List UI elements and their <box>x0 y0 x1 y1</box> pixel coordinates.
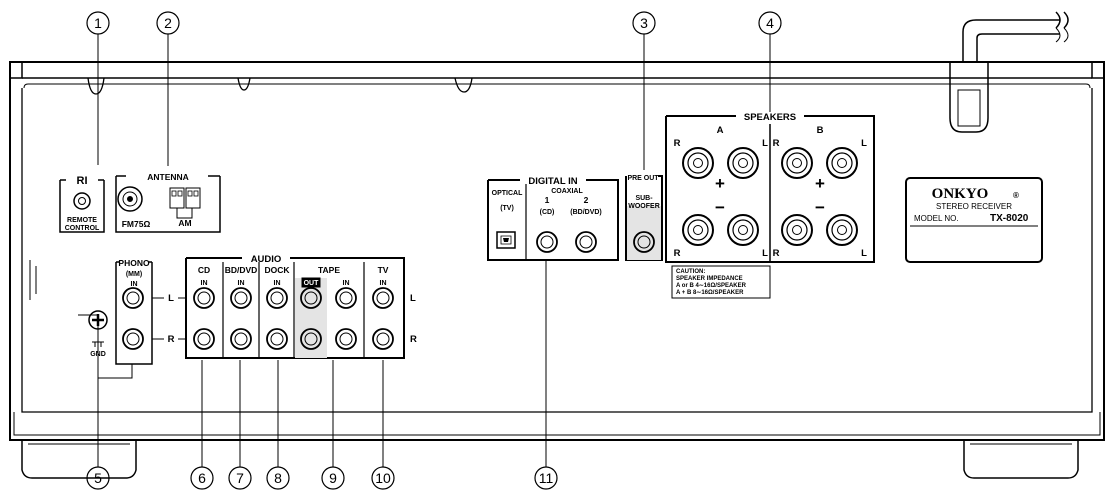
fm-label: FM75Ω <box>122 219 151 229</box>
remote-label-2: CONTROL <box>65 225 100 232</box>
caution-line-3: A or B 4∼16Ω/SPEAKER <box>676 283 747 289</box>
optical-tv: (TV) <box>500 205 514 212</box>
speaker-b-plus: + <box>815 174 825 193</box>
antenna-title: ANTENNA <box>147 172 189 182</box>
dock-in: IN <box>274 280 281 287</box>
speaker-a-minus: − <box>715 198 725 217</box>
speaker-a-l-bottom: L <box>762 248 768 259</box>
speaker-a-label: A <box>717 125 724 136</box>
brand-registered-mark: ® <box>1013 191 1019 200</box>
callout-2: 2 <box>164 15 172 31</box>
phono-title: PHONO <box>118 258 150 268</box>
phono-mm: (MM) <box>126 271 142 278</box>
speaker-b-r-top: R <box>773 138 780 149</box>
phono-block <box>115 261 186 365</box>
antenna-block <box>115 175 221 233</box>
brand-logo: ONKYO <box>932 186 989 202</box>
audio-right-label: R <box>168 334 175 345</box>
chassis <box>9 61 1105 479</box>
callout-10: 10 <box>375 470 391 486</box>
digital-title: DIGITAL IN <box>528 176 577 187</box>
callout-11: 11 <box>539 470 554 486</box>
callout-7: 7 <box>236 470 244 486</box>
coaxial-2: 2 <box>584 195 589 205</box>
speaker-b-r-bottom: R <box>773 248 780 259</box>
speaker-b-label: B <box>817 125 824 136</box>
coaxial-1-source: (CD) <box>540 209 555 216</box>
optical-label: OPTICAL <box>492 190 523 197</box>
coaxial-label: COAXIAL <box>551 188 583 195</box>
preout-title: PRE OUT <box>627 175 659 182</box>
model-prefix: MODEL NO. <box>914 214 959 223</box>
speakers-block <box>665 115 875 263</box>
callout-5: 5 <box>94 470 102 486</box>
speakers-title: SPEAKERS <box>744 112 796 123</box>
ri-jack-block <box>59 179 105 233</box>
leader-lines <box>78 34 771 467</box>
tape-label: TAPE <box>318 265 340 275</box>
audio-right-side-r: R <box>410 334 417 345</box>
callout-9: 9 <box>329 470 337 486</box>
digital-in-block <box>487 179 619 261</box>
audio-right-side-l: L <box>410 293 416 304</box>
power-cord <box>949 11 1069 133</box>
callout-numbers: 1 2 3 4 5 6 7 8 9 10 11 <box>94 15 774 486</box>
gnd-label: GND <box>90 351 106 358</box>
audio-left-label: L <box>168 293 174 304</box>
pre-out-block <box>625 175 663 261</box>
dock-label: DOCK <box>264 265 290 275</box>
speaker-a-r-bottom: R <box>674 248 681 259</box>
audio-block <box>185 257 405 359</box>
tv-label: TV <box>378 265 389 275</box>
coaxial-2-source: (BD/DVD) <box>570 209 602 216</box>
tape-out: OUT <box>304 280 320 287</box>
brand-plate <box>905 177 1043 263</box>
coaxial-1: 1 <box>545 195 550 205</box>
bddvd-in: IN <box>238 280 245 287</box>
speaker-a-plus: + <box>715 174 725 193</box>
ri-logo: RI <box>77 175 88 187</box>
caution-box <box>671 265 771 299</box>
phono-in: IN <box>131 281 138 288</box>
caution-line-1: CAUTION: <box>676 269 705 275</box>
speaker-b-minus: − <box>815 198 825 217</box>
speaker-b-l-bottom: L <box>861 248 867 259</box>
callout-6: 6 <box>198 470 206 486</box>
subwoofer-label-2: WOOFER <box>628 203 660 210</box>
callout-3: 3 <box>640 15 648 31</box>
tv-in: IN <box>380 280 387 287</box>
remote-label-1: REMOTE <box>67 217 97 224</box>
speaker-b-l-top: L <box>861 138 867 149</box>
audio-title: AUDIO <box>251 254 282 265</box>
product-label: STEREO RECEIVER <box>936 202 1012 211</box>
bddvd-label: BD/DVD <box>225 265 258 275</box>
model-number: TX-8020 <box>990 213 1029 224</box>
subwoofer-label-1: SUB- <box>635 195 653 202</box>
cd-label: CD <box>198 265 210 275</box>
callout-4: 4 <box>766 15 774 31</box>
caution-line-2: SPEAKER IMPEDANCE <box>676 276 743 282</box>
speaker-a-r-top: R <box>674 138 681 149</box>
am-label: AM <box>178 218 191 228</box>
tape-in: IN <box>343 280 350 287</box>
cd-in: IN <box>201 280 208 287</box>
gnd-terminal <box>88 310 108 347</box>
speaker-a-l-top: L <box>762 138 768 149</box>
callout-1: 1 <box>94 15 102 31</box>
callout-8: 8 <box>274 470 282 486</box>
caution-line-4: A + B 8∼16Ω/SPEAKER <box>676 290 744 296</box>
